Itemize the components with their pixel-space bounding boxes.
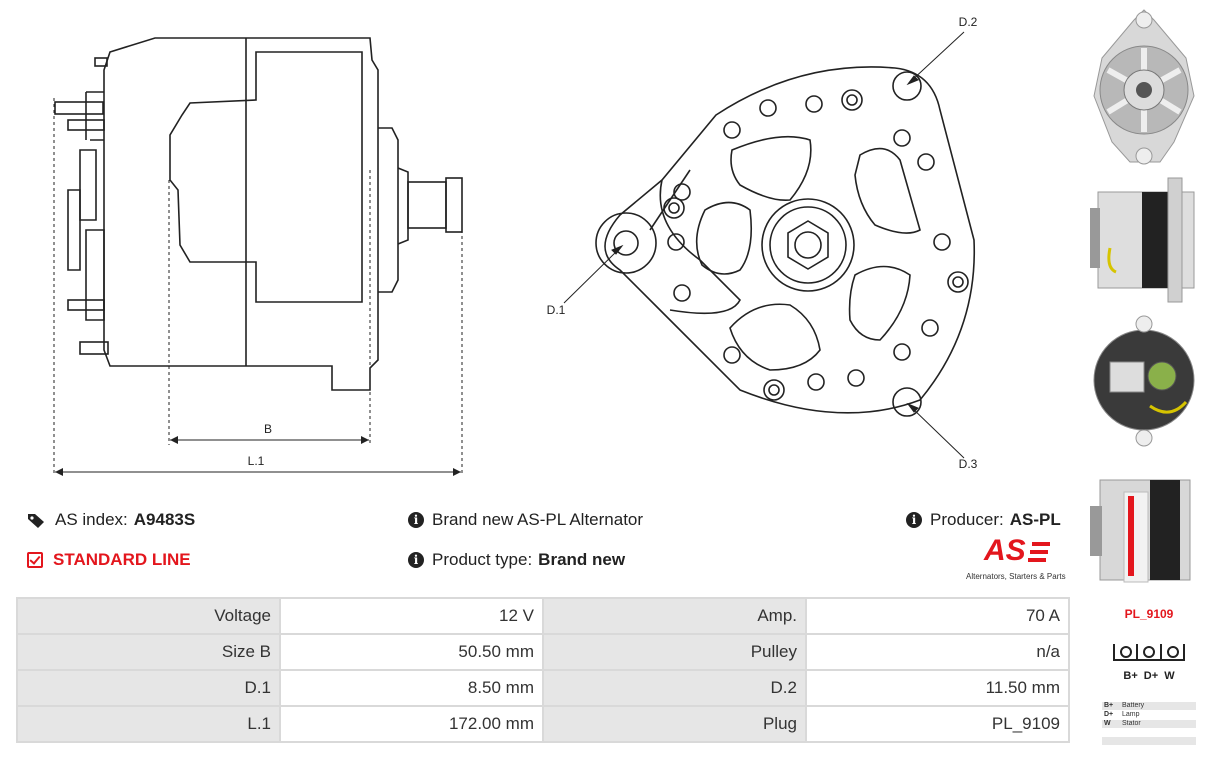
table-row: D.1 8.50 mm D.2 11.50 mm [18, 671, 1068, 705]
product-photo-angle[interactable] [1090, 456, 1198, 596]
description-text: Brand new AS-PL Alternator [432, 510, 644, 529]
spec-value: 8.50 mm [281, 671, 542, 705]
side-view-drawing: B L.1 [53, 37, 463, 476]
table-row: Size B 50.50 mm Pulley n/a [18, 635, 1068, 669]
info-icon: i [408, 512, 424, 528]
info-icon: i [408, 552, 424, 568]
spec-value: 11.50 mm [807, 671, 1068, 705]
legend-key: D+ [1104, 711, 1114, 718]
standard-line-label: STANDARD LINE [53, 550, 191, 569]
tags-icon [28, 514, 44, 528]
as-pl-logo: AS Alternators, Starters & Parts [960, 534, 1070, 584]
legend-desc: Stator [1122, 720, 1141, 727]
checkbox-icon [27, 552, 43, 568]
table-row: L.1 172.00 mm Plug PL_9109 [18, 707, 1068, 741]
spec-label: D.2 [544, 671, 805, 705]
spec-label: Size B [18, 635, 279, 669]
product-type-value: Brand new [538, 550, 626, 569]
spec-value: 70 A [807, 599, 1068, 633]
logo-text: AS [984, 534, 1026, 567]
producer: i Producer: AS-PL [906, 510, 1061, 530]
spec-value: 12 V [281, 599, 542, 633]
as-index-label: AS index: [55, 510, 128, 529]
plug-terminals: B+ D+ W [1123, 670, 1175, 682]
product-photo-side[interactable] [1090, 168, 1198, 304]
dim-l1-label: L.1 [248, 454, 265, 468]
front-view-drawing: D.1 D.2 D.3 [547, 15, 978, 471]
table-row: Voltage 12 V Amp. 70 A [18, 599, 1068, 633]
dim-d2-label: D.2 [959, 15, 978, 29]
legend-key: W [1104, 720, 1111, 727]
spec-value: PL_9109 [807, 707, 1068, 741]
dim-b-label: B [264, 422, 272, 436]
legend-key: B+ [1104, 702, 1114, 709]
dim-d1-label: D.1 [547, 303, 566, 317]
dim-d3-label: D.3 [959, 457, 978, 471]
product-photo-rear[interactable] [1090, 310, 1198, 450]
legend-row-empty [1102, 737, 1196, 745]
as-index: AS index: A9483S [27, 510, 195, 530]
product-type: i Product type: Brand new [408, 550, 625, 570]
spec-label: D.1 [18, 671, 279, 705]
producer-value: AS-PL [1009, 510, 1061, 529]
spec-value: n/a [807, 635, 1068, 669]
plug-code: PL_9109 [1124, 607, 1174, 621]
spec-label: Plug [544, 707, 805, 741]
plug-connector-icon [1113, 644, 1185, 661]
legend-row: D+ Lamp [1102, 711, 1196, 719]
legend-row: B+ Battery [1102, 702, 1196, 710]
logo-tagline: Alternators, Starters & Parts [966, 572, 1066, 581]
product-type-label: Product type: [432, 550, 533, 569]
legend-desc: Battery [1122, 702, 1145, 709]
info-icon: i [906, 512, 922, 528]
as-index-value: A9483S [133, 510, 196, 529]
description: i Brand new AS-PL Alternator [408, 510, 643, 530]
legend-row: W Stator [1102, 720, 1196, 728]
producer-label: Producer: [930, 510, 1004, 529]
product-photo-front[interactable] [1090, 6, 1198, 168]
spec-label: L.1 [18, 707, 279, 741]
spec-label: Voltage [18, 599, 279, 633]
spec-value: 50.50 mm [281, 635, 542, 669]
spec-value: 172.00 mm [281, 707, 542, 741]
legend-desc: Lamp [1122, 711, 1140, 718]
spec-label: Amp. [544, 599, 805, 633]
standard-line: STANDARD LINE [27, 550, 191, 570]
specs-table: Voltage 12 V Amp. 70 A Size B 50.50 mm P… [16, 597, 1070, 743]
spec-label: Pulley [544, 635, 805, 669]
